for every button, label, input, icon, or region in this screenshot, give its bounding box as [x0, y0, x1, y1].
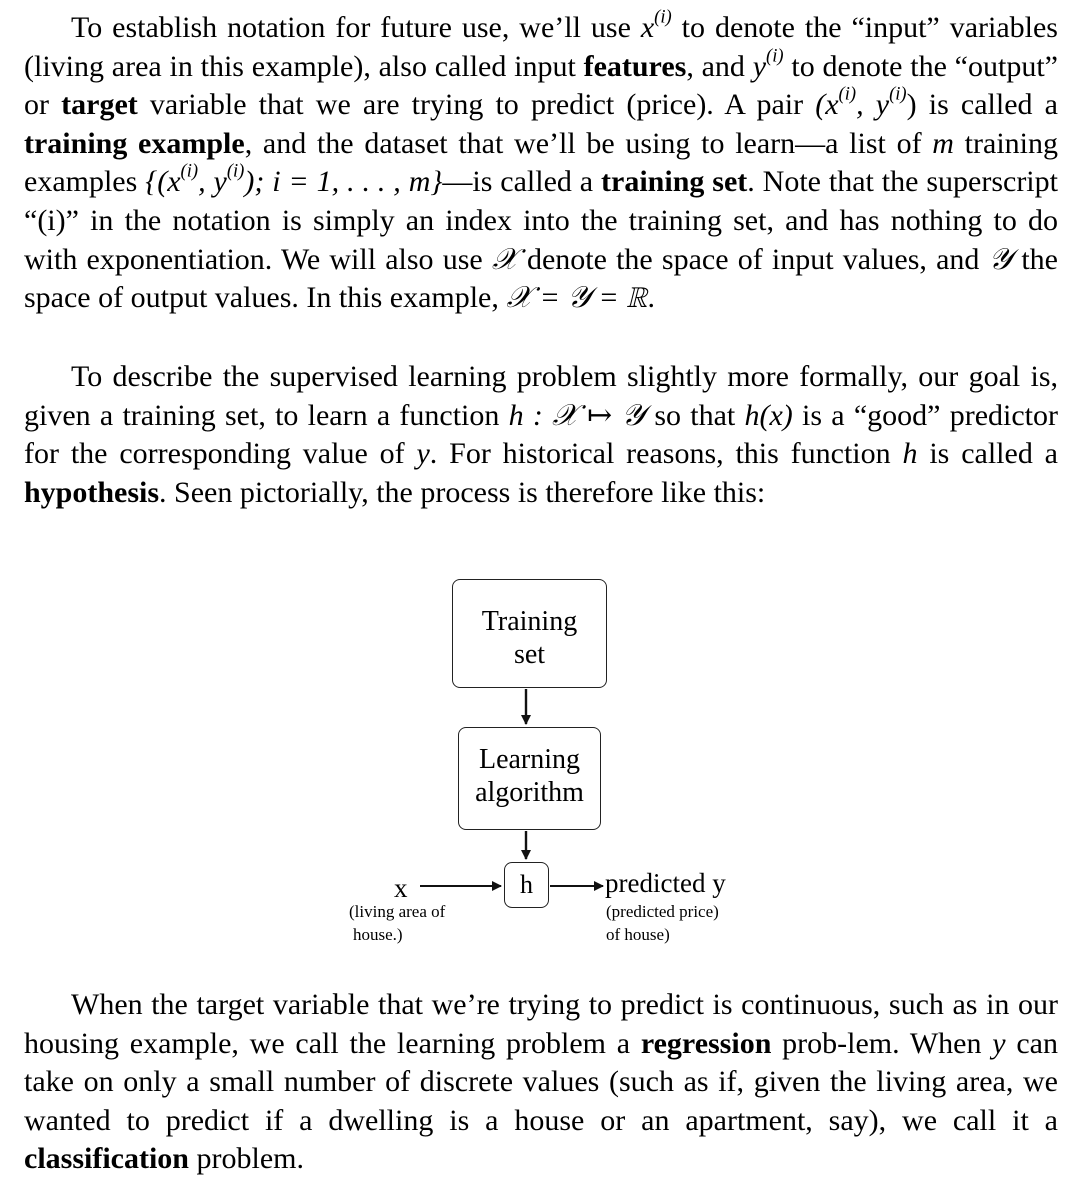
- text-run: the space of output values. In this exam…: [24, 242, 1058, 315]
- math-set-close: ); i = 1, . . . , m}: [244, 165, 443, 199]
- term-target: target: [61, 88, 138, 122]
- input-x-caption: (living area of house.): [349, 900, 445, 946]
- math-y: y: [752, 49, 767, 83]
- math-h: h: [902, 437, 918, 471]
- learning-algorithm-box: Learning algorithm: [458, 727, 601, 830]
- term-training-example: training example: [24, 126, 245, 160]
- text-run: can take on only a small number of discr…: [24, 1026, 1058, 1137]
- text-run: , and: [686, 49, 753, 83]
- text-run: . Seen pictorially, the process is there…: [159, 475, 766, 509]
- hypothesis-label: h: [520, 870, 533, 899]
- text-run: is called a: [917, 437, 1058, 471]
- learning-label-line1: Learning: [478, 744, 581, 775]
- math-sup-i: (i): [838, 83, 857, 105]
- predicted-y-caption: (predicted price) of house): [606, 900, 719, 946]
- text-run: When the target variable that we’re tryi…: [24, 988, 1058, 1060]
- text-run: variable that we are trying to predict (…: [137, 88, 816, 122]
- text-run: is a “good” predictor for the correspond…: [24, 398, 1058, 471]
- math-pair-x: (x: [815, 88, 839, 122]
- math-hx: h(x): [744, 398, 793, 432]
- paragraph-regression-classification: When the target variable that we’re tryi…: [24, 986, 1058, 1179]
- term-training-set: training set: [601, 165, 748, 199]
- math-x: x: [640, 11, 655, 44]
- math-y: y: [416, 437, 430, 471]
- input-x-label: x: [394, 873, 408, 903]
- term-hypothesis: hypothesis: [24, 475, 160, 509]
- input-x-caption-line2: house.): [353, 925, 403, 944]
- text-run: so that: [645, 398, 745, 432]
- predicted-y-label: predicted y: [605, 868, 726, 898]
- training-set-label-line1: Training: [481, 606, 578, 637]
- learning-label-line2: algorithm: [475, 777, 584, 808]
- hypothesis-box: h: [504, 862, 549, 908]
- math-y: y: [992, 1026, 1006, 1060]
- text-run: ) is called a: [906, 88, 1058, 122]
- text-run: training examples: [24, 126, 1058, 199]
- math-calY: 𝒴: [988, 242, 1013, 276]
- math-sup-i: (i): [226, 160, 245, 182]
- input-x-caption-line1: (living area of: [349, 902, 446, 921]
- text-run: . For historical reasons, this function: [429, 437, 903, 471]
- text-run: problem.: [189, 1142, 304, 1176]
- term-classification: classification: [24, 1142, 189, 1176]
- math-set-open: {(x: [145, 165, 181, 199]
- math-sup-i: (i): [654, 6, 672, 28]
- text-run: denote the space of input values, and: [517, 242, 989, 276]
- text-run: , and the dataset that we’ll be using to…: [244, 126, 933, 160]
- math-sup-i: (i): [889, 83, 907, 105]
- math-pair: (x(i), y(i): [815, 85, 906, 122]
- text-run: —is called a: [442, 165, 602, 199]
- predicted-caption-line1: (predicted price): [606, 902, 719, 921]
- paragraph-hypothesis: To describe the supervised learning prob…: [24, 358, 1058, 512]
- term-features: features: [583, 49, 687, 83]
- math-sup-i: (i): [180, 160, 199, 182]
- math-function: h : 𝒳 ↦ 𝒴: [508, 398, 646, 432]
- text-run: To describe the supervised learning prob…: [24, 360, 1058, 432]
- training-set-box: Training set: [452, 579, 607, 688]
- math-calX: 𝒳: [491, 242, 518, 276]
- predicted-caption-line2: of house): [606, 925, 670, 944]
- math-equation: 𝒳 = 𝒴 = ℝ: [506, 281, 648, 315]
- text-run: .: [647, 281, 655, 315]
- text-run: To establish notation for future use, we…: [71, 11, 641, 44]
- math-sup-i: (i): [766, 45, 784, 67]
- text-run: prob-­lem. When: [771, 1026, 993, 1060]
- text-run: . Note that the superscript “(i)” in the…: [24, 165, 1058, 276]
- math-pair-y: , y: [856, 88, 890, 122]
- paragraph-notation: To establish notation for future use, we…: [24, 6, 1058, 318]
- term-regression: regression: [640, 1026, 772, 1060]
- training-set-label-line2: set: [513, 639, 546, 670]
- math-set: {(x(i), y(i)); i = 1, . . . , m}: [145, 162, 443, 199]
- math-m: m: [932, 126, 954, 160]
- text-run: to denote the “output” or: [24, 49, 1058, 122]
- math-set-mid: , y: [198, 165, 227, 199]
- text-run: to denote the “input” variables (living …: [24, 11, 1058, 83]
